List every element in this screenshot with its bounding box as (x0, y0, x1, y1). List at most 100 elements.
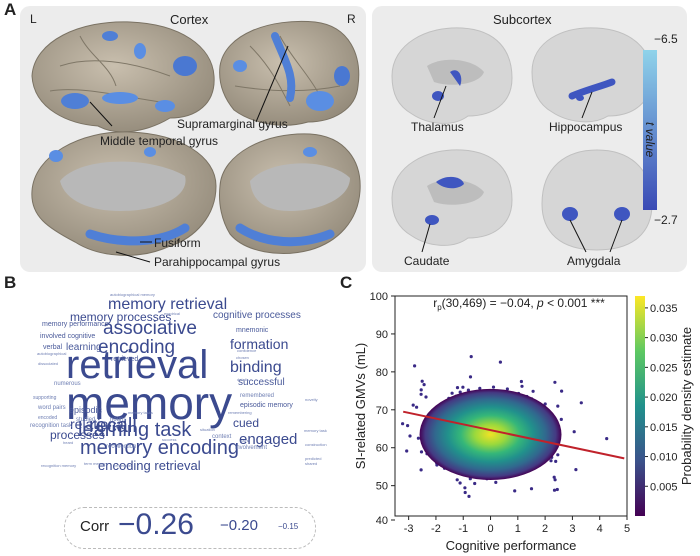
x-tick-label: 2 (542, 523, 548, 535)
word-cloud-term: term memory (84, 461, 108, 466)
word-cloud-term: supporting (33, 395, 57, 401)
corr-value-mid: −0.20 (220, 517, 258, 534)
y-tick-label: 60 (376, 443, 388, 455)
word-cloud-term: nouns (110, 417, 127, 423)
subcortex-brain-images (391, 27, 653, 253)
word-cloud-term: autobiographical (37, 351, 67, 356)
subcortex-title: Subcortex (493, 12, 552, 27)
word-cloud-term: encoding (98, 337, 176, 358)
scatter-point (416, 436, 420, 440)
y-axis-label: SI-related GMVs (mL) (353, 343, 368, 469)
left-hemisphere-label: L (30, 12, 37, 26)
word-cloud-term: episodic (69, 405, 103, 415)
x-tick-label: 4 (597, 523, 603, 535)
colorbar-bottom-value: −2.7 (654, 213, 678, 227)
scatter-point (513, 489, 517, 493)
x-axis-label: Cognitive performance (446, 538, 577, 553)
word-cloud-term: predicted (305, 456, 322, 461)
word-cloud-term: pairs (240, 438, 249, 443)
scatter-point (572, 430, 576, 434)
corr-label: Corr (80, 518, 110, 535)
scatter-point (491, 385, 496, 389)
scatter-point (498, 360, 502, 364)
scatter-point (401, 422, 405, 426)
scatter-point (469, 355, 473, 359)
word-cloud-term: retrieval (66, 343, 209, 387)
scatter-point (556, 453, 560, 457)
word-cloud-term: memory processes (70, 310, 172, 324)
scatter-point (554, 459, 558, 463)
word-cloud-term: novelty (305, 397, 318, 402)
scatter-point (420, 379, 424, 383)
scatter-point (411, 403, 415, 407)
word-cloud-term: memory task (304, 428, 327, 433)
scatter-point (463, 490, 467, 495)
word-cloud-term: formation (230, 336, 289, 352)
label-fusiform: Fusiform (154, 236, 201, 250)
scatter-point (406, 424, 410, 428)
x-tick-label: 0 (487, 523, 493, 535)
word-cloud-term: memory encoding (80, 437, 239, 459)
word-cloud-term: verbal (43, 344, 63, 351)
scatter-point (413, 364, 417, 368)
scatter-point (574, 468, 578, 472)
corr-value-high: −0.26 (118, 508, 194, 541)
word-cloud-term: involvement (235, 445, 268, 451)
word-cloud-term: associative (103, 318, 197, 339)
colorbar-top-value: −6.5 (654, 32, 678, 46)
scatter-point (560, 389, 564, 393)
regression-line (402, 410, 625, 460)
t-value-colorbar (643, 50, 657, 210)
correlation-legend (64, 507, 316, 549)
word-cloud-term: involved cognitive (40, 333, 96, 340)
scatter-point (450, 391, 454, 395)
density-colorbar (635, 296, 645, 516)
scatter-point (458, 481, 462, 485)
word-cloud-term: learning task (78, 419, 192, 441)
word-cloud-term: recognition task (30, 423, 73, 429)
word-cloud-term: cued (233, 416, 260, 430)
scatter-point (468, 375, 473, 379)
colorbar-tick-label: 0.025 (650, 362, 678, 374)
word-cloud-term: success (162, 437, 177, 442)
scatter-point (529, 487, 534, 491)
scatter-point (553, 380, 557, 384)
y-tick-label: 80 (376, 367, 388, 379)
scatter-point (505, 387, 509, 391)
word-cloud-term: chosen (236, 355, 249, 360)
panel-letter-c: C (340, 273, 353, 292)
scatter-point (478, 386, 482, 390)
scatter-point (579, 401, 583, 405)
word-cloud-term: retrieved (111, 356, 139, 363)
scatter-point (466, 388, 470, 392)
corr-value-low: −0.15 (278, 522, 299, 531)
word-cloud-term: successful (238, 377, 285, 388)
scatter-point (467, 494, 471, 498)
scatter-point (455, 386, 460, 390)
word-cloud-term: memory (66, 377, 233, 429)
label-middle-temporal-gyrus: Middle temporal gyrus (100, 134, 219, 148)
y-tick-label: 90 (376, 329, 388, 341)
label-supramarginal-gyrus: Supramarginal gyrus (177, 117, 288, 131)
word-cloud-term: memory tasks (128, 410, 153, 415)
scatter-point (549, 459, 553, 463)
word-cloud-term: engaged (239, 431, 298, 448)
colorbar-tick-label: 0.030 (650, 333, 678, 345)
scatter-point (531, 389, 535, 393)
scatter-point (556, 404, 560, 408)
word-cloud-term: mnemonic (236, 327, 269, 334)
y-tick-label: 50 (376, 481, 388, 493)
word-cloud-term: dissociated (38, 361, 59, 366)
word-cloud-term: memory retrieval (108, 296, 228, 313)
density-cloud (419, 388, 562, 480)
word-cloud-term: cognitive processes (213, 310, 301, 321)
colorbar-label: t value (643, 122, 657, 158)
y-tick-label: 40 (376, 515, 388, 527)
label-amygdala: Amygdala (567, 254, 621, 268)
label-thalamus: Thalamus (411, 120, 464, 134)
colorbar-tick-label: 0.010 (650, 452, 678, 464)
scatter-point (455, 478, 459, 482)
panel-letter-a: A (4, 0, 17, 19)
